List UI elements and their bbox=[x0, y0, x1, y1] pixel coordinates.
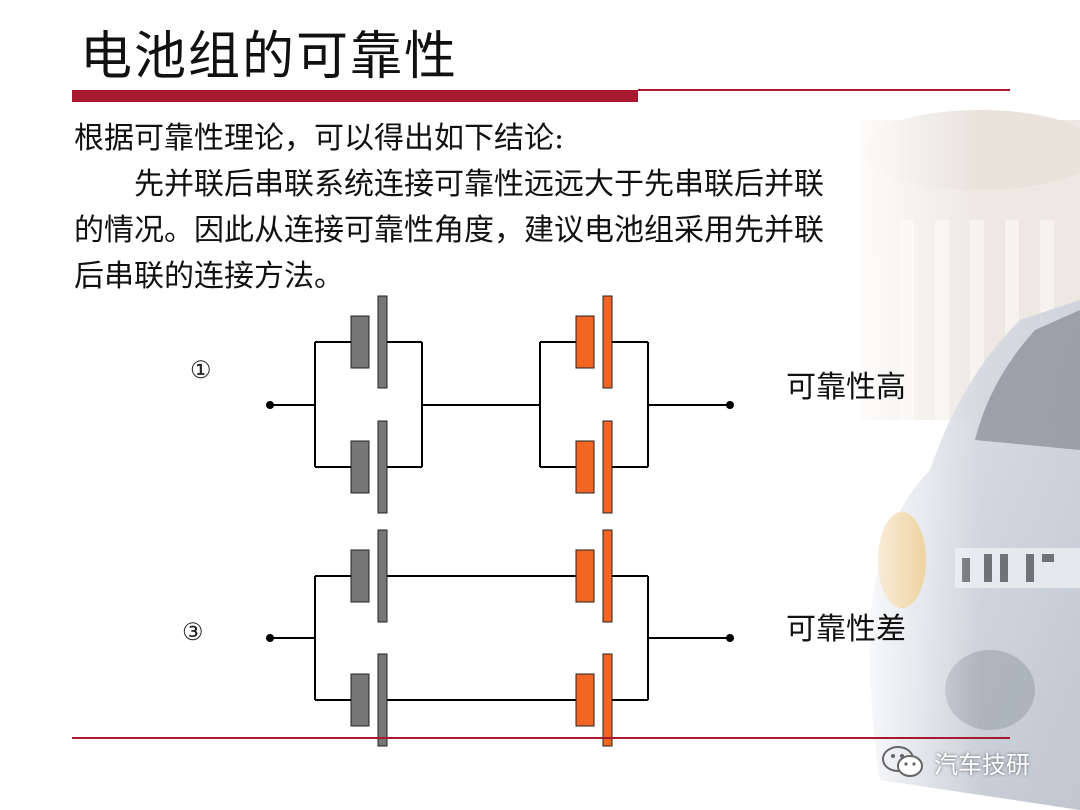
conclusion-line-2: 的情况。因此从连接可靠性角度，建议电池组采用先并联 bbox=[74, 213, 824, 248]
cell-orange-plate bbox=[602, 295, 613, 389]
circuit-3-number: ③ bbox=[182, 618, 204, 646]
circuit-1-label: 可靠性高 bbox=[786, 370, 906, 405]
cell-gray bbox=[350, 673, 370, 727]
intro-line: 根据可靠性理论，可以得出如下结论: bbox=[74, 121, 565, 156]
cell-gray-plate bbox=[377, 420, 388, 514]
cell-orange-plate bbox=[602, 653, 613, 747]
cell-gray-plate bbox=[377, 295, 388, 389]
cell-orange-plate bbox=[602, 529, 613, 623]
cell-orange bbox=[575, 440, 595, 494]
cell-gray-plate bbox=[377, 529, 388, 623]
circuit-1-parallel-then-series bbox=[270, 341, 730, 468]
cell-orange bbox=[575, 673, 595, 727]
circuit-1-cells bbox=[350, 295, 613, 514]
terminal-dot bbox=[726, 634, 734, 642]
watermark: 汽车技研 bbox=[880, 742, 1030, 782]
terminal-dot bbox=[266, 634, 274, 642]
terminal-dot bbox=[726, 401, 734, 409]
terminal-dot bbox=[266, 401, 274, 409]
body-text: 根据可靠性理论，可以得出如下结论: 先并联后串联系统连接可靠性远远大于先串联后并… bbox=[74, 116, 994, 300]
cell-orange-plate bbox=[602, 420, 613, 514]
circuit-3-label: 可靠性差 bbox=[786, 612, 906, 647]
title-rule-thin bbox=[638, 89, 1010, 91]
circuit-1-number: ① bbox=[190, 356, 212, 384]
wechat-icon bbox=[882, 746, 923, 777]
cell-orange bbox=[575, 315, 595, 369]
cell-gray bbox=[350, 315, 370, 369]
footer-rule bbox=[72, 737, 1010, 739]
cell-gray bbox=[350, 440, 370, 494]
title-rule-thick bbox=[72, 90, 638, 102]
cell-gray-plate bbox=[377, 653, 388, 747]
circuit-3-cells bbox=[350, 529, 613, 747]
cell-orange bbox=[575, 549, 595, 603]
slide-title: 电池组的可靠性 bbox=[80, 27, 459, 87]
cell-gray bbox=[350, 549, 370, 603]
conclusion-line-3: 后串联的连接方法。 bbox=[74, 259, 344, 294]
conclusion-line-1: 先并联后串联系统连接可靠性远远大于先串联后并联 bbox=[134, 167, 824, 202]
circuit-3-series-then-parallel bbox=[270, 575, 730, 701]
watermark-text: 汽车技研 bbox=[934, 750, 1030, 779]
